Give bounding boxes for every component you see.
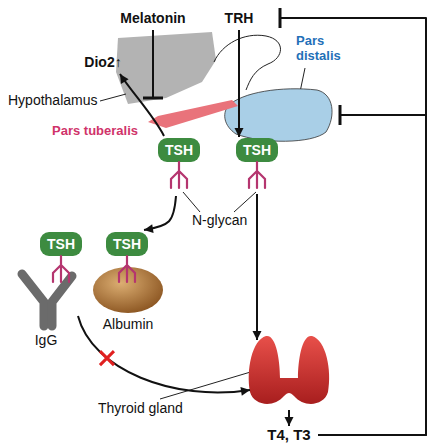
region-label: Hypothalamus bbox=[8, 92, 104, 108]
leader-line bbox=[300, 68, 305, 92]
connector bbox=[78, 316, 250, 393]
leader-line bbox=[160, 368, 264, 399]
connector bbox=[288, 410, 290, 426]
pars-distalis-outline bbox=[222, 86, 336, 144]
thyroid-gland: Thyroid gland bbox=[244, 330, 334, 408]
pars-distalis-shape: Pars distalis bbox=[222, 86, 336, 144]
annotation-label: N-glycan bbox=[192, 212, 262, 228]
hormone-text: TSH bbox=[165, 142, 193, 158]
arrowhead bbox=[144, 224, 154, 233]
node-text: Dio2↑ bbox=[84, 54, 121, 70]
signal-label: Dio2↑ bbox=[80, 52, 126, 72]
inhibition-bar bbox=[339, 105, 342, 125]
signal-label: TRH bbox=[222, 8, 256, 28]
tsh-box: TSH bbox=[236, 138, 278, 162]
signal-label: T4, T3 bbox=[264, 426, 314, 444]
leader-line bbox=[183, 192, 200, 212]
hormone-text: TSH bbox=[243, 142, 271, 158]
node-text: Melatonin bbox=[120, 10, 185, 26]
hormone-text: TSH bbox=[113, 236, 141, 252]
connector bbox=[144, 196, 176, 230]
organ-label: Thyroid gland bbox=[98, 400, 208, 416]
arrowhead bbox=[285, 417, 294, 426]
arrowhead bbox=[240, 387, 250, 396]
signal-label: Melatonin bbox=[116, 8, 190, 28]
arrowhead bbox=[253, 331, 262, 340]
connector bbox=[318, 115, 426, 435]
region-label: Pars distalis bbox=[296, 34, 356, 64]
pars-tuberalis-band: Pars tuberalis bbox=[146, 98, 238, 130]
inhibition-bar bbox=[279, 8, 282, 28]
leader-line bbox=[234, 192, 256, 212]
hormone-text: TSH bbox=[47, 236, 75, 252]
connector bbox=[152, 30, 154, 98]
leader-line bbox=[100, 94, 126, 101]
node-text: T4, T3 bbox=[267, 426, 310, 443]
node-text: TRH bbox=[225, 10, 254, 26]
tsh-box: TSH bbox=[158, 138, 200, 162]
block-mark bbox=[100, 351, 114, 365]
pars-tuberalis-outline bbox=[146, 98, 238, 130]
thyroid-symbol bbox=[244, 330, 334, 408]
arrowhead bbox=[120, 74, 129, 84]
inhibition-bar bbox=[143, 97, 163, 100]
hypothalamus-region bbox=[116, 32, 216, 104]
tsh-box: TSH bbox=[106, 232, 148, 256]
molecule-label: Albumin bbox=[88, 316, 168, 332]
pituitary-outline bbox=[214, 35, 281, 90]
molecule-label: IgG bbox=[14, 332, 78, 348]
connector bbox=[256, 194, 258, 340]
region-label: Pars tuberalis bbox=[38, 124, 138, 139]
tsh-box: TSH bbox=[40, 232, 82, 256]
